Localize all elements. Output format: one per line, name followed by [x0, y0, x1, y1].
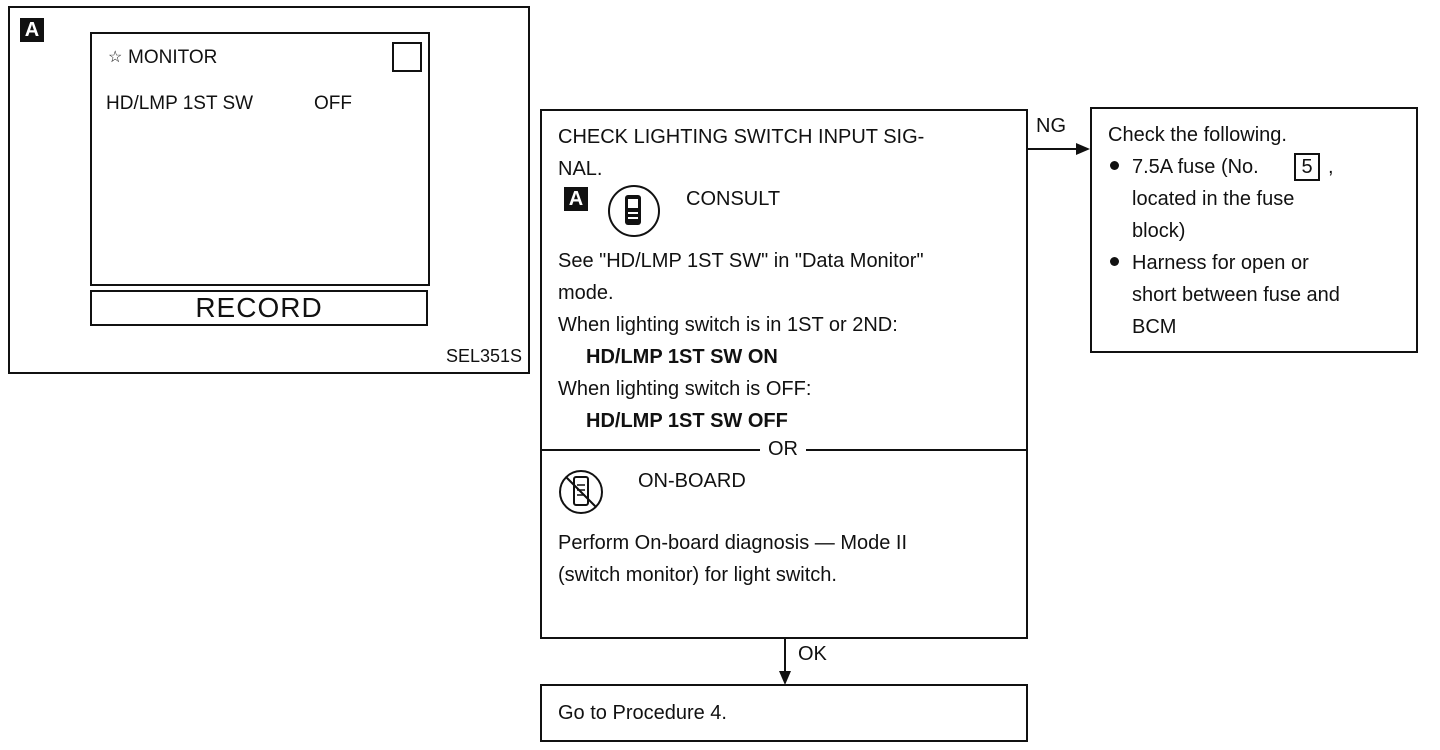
perform-line1: Perform On-board diagnosis — Mode II: [558, 532, 908, 554]
bullet1-line2: located in the fuse: [1132, 188, 1295, 210]
see-line1: See "HD/LMP 1ST SW" in "Data Monitor": [558, 250, 924, 272]
ok-label: OK: [798, 643, 827, 665]
condition-2: When lighting switch is OFF:: [558, 378, 812, 400]
bullet1-line3: block): [1132, 220, 1186, 242]
bullet2-line2: short between fuse and: [1132, 284, 1340, 306]
check-title-line2: NAL.: [558, 158, 603, 180]
badge-a: A: [564, 187, 588, 211]
see-line2: mode.: [558, 282, 614, 304]
result-1: HD/LMP 1ST SW ON: [586, 346, 778, 368]
consult-tester-icon: [608, 185, 660, 237]
result-2: HD/LMP 1ST SW OFF: [586, 410, 788, 432]
ok-action-box: Go to Procedure 4.: [540, 684, 1028, 742]
condition-1: When lighting switch is in 1ST or 2ND:: [558, 314, 898, 336]
consult-label: CONSULT: [686, 188, 781, 210]
figure-id: SEL351S: [446, 346, 523, 366]
check-lighting-switch-box: CHECK LIGHTING SWITCH INPUT SIG- NAL. A …: [540, 109, 1028, 639]
monitor-item-value: OFF: [314, 93, 352, 114]
no-tester-icon: [559, 470, 603, 514]
bullet1-post: ,: [1328, 156, 1334, 178]
perform-line2: (switch monitor) for light switch.: [558, 564, 837, 586]
check-title-line1: CHECK LIGHTING SWITCH INPUT SIG-: [558, 126, 925, 148]
ng-action-box: Check the following. 7.5A fuse (No. 5 , …: [1090, 107, 1418, 353]
record-button-label: RECORD: [195, 292, 323, 323]
badge-a: A: [20, 18, 44, 42]
fuse-number: 5: [1301, 155, 1313, 178]
monitor-checkbox[interactable]: [392, 42, 422, 72]
ok-action-text: Go to Procedure 4.: [558, 702, 727, 724]
star-icon: ☆: [108, 49, 123, 66]
monitor-figure: A ☆ MONITOR HD/LMP 1ST SW OFF RECORD SEL…: [8, 6, 530, 374]
bullet-icon: [1110, 161, 1119, 170]
ng-arrow: [1026, 143, 1090, 155]
monitor-title: MONITOR: [128, 47, 218, 68]
fuse-number-box: 5: [1294, 153, 1320, 181]
bullet1-pre: 7.5A fuse (No.: [1132, 156, 1259, 178]
ng-label: NG: [1036, 115, 1066, 137]
monitor-item-label: HD/LMP 1ST SW: [106, 93, 254, 114]
monitor-screen: ☆ MONITOR HD/LMP 1ST SW OFF: [90, 32, 430, 286]
ng-heading: Check the following.: [1108, 124, 1287, 146]
bullet2-line3: BCM: [1132, 316, 1177, 338]
bullet2-line1: Harness for open or: [1132, 252, 1309, 274]
or-label: OR: [760, 433, 806, 465]
onboard-label: ON-BOARD: [638, 470, 746, 492]
record-button[interactable]: RECORD: [90, 290, 428, 326]
bullet-icon: [1110, 257, 1119, 266]
ok-arrow: [779, 637, 791, 685]
